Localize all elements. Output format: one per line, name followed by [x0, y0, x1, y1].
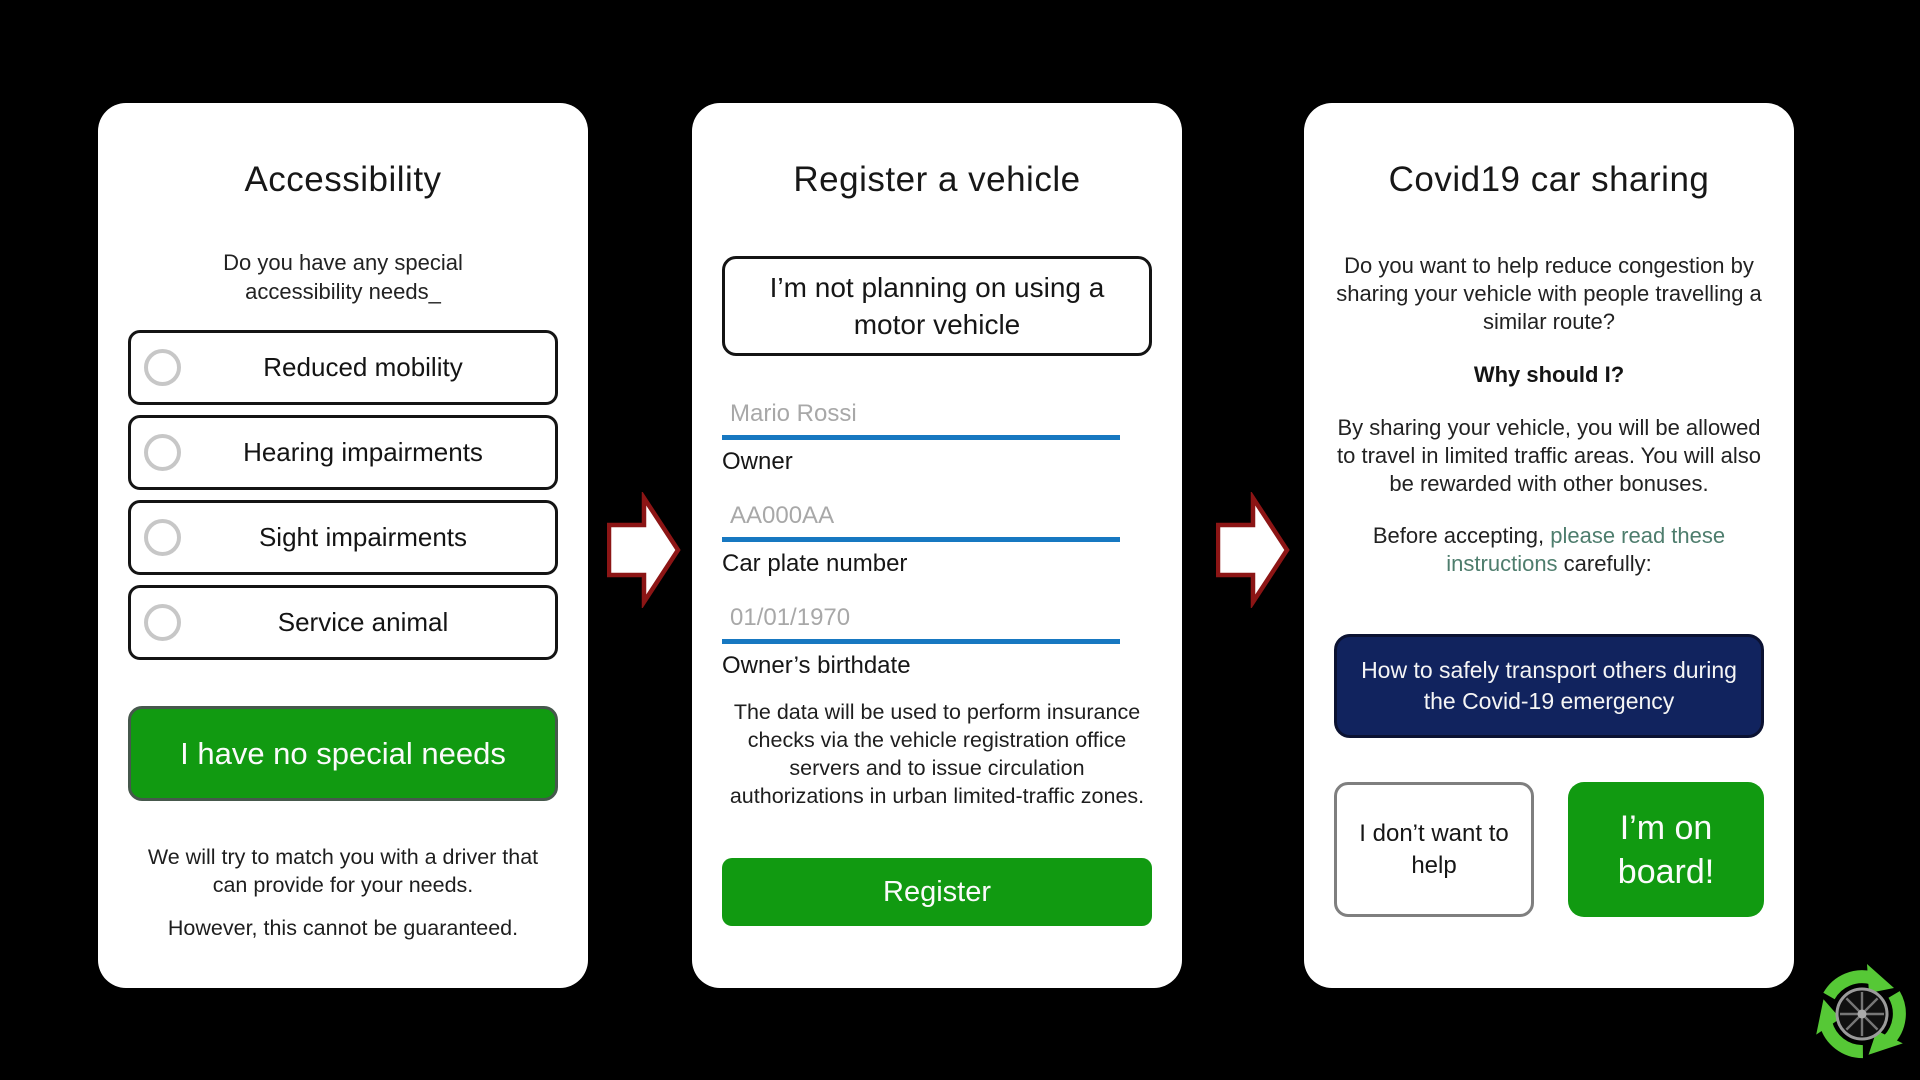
option-label: Sight impairments — [258, 522, 468, 552]
accessibility-screen: Accessibility Do you have any special ac… — [98, 103, 588, 988]
safety-instructions-button[interactable]: How to safely transport others during th… — [1334, 634, 1764, 738]
option-hearing-impairments[interactable]: Hearing impairments — [128, 415, 558, 490]
option-label: Service animal — [277, 607, 449, 637]
car-plate-field-label: Car plate number — [722, 550, 908, 577]
why-explanation: By sharing your vehicle, you will be all… — [1337, 415, 1761, 496]
before-accepting-text: Before accepting, please read these inst… — [1339, 522, 1759, 578]
no-special-needs-button[interactable]: I have no special needs — [128, 706, 558, 801]
option-label: Reduced mobility — [263, 352, 463, 382]
covid-car-sharing-screen: Covid19 car sharing Do you want to help … — [1304, 103, 1794, 988]
register-button[interactable]: Register — [722, 858, 1152, 926]
owner-input[interactable] — [722, 400, 1120, 440]
radio-icon[interactable] — [144, 604, 181, 641]
birthdate-input[interactable] — [722, 604, 1120, 644]
page-title: Accessibility — [244, 160, 442, 199]
car-sharing-question: Do you want to help reduce congestion by… — [1336, 253, 1762, 334]
page-title: Covid19 car sharing — [1388, 160, 1710, 199]
owner-field-group: Owner — [722, 400, 1152, 476]
why-should-i-heading: Why should I? — [1473, 362, 1625, 387]
register-vehicle-screen: Register a vehicle I’m not planning on u… — [692, 103, 1182, 988]
not-planning-motor-vehicle-button[interactable]: I’m not planning on using a motor vehicl… — [722, 256, 1152, 356]
match-driver-note: We will try to match you with a driver t… — [147, 845, 539, 897]
car-plate-field-group: Car plate number — [722, 502, 1152, 578]
flow-arrow-icon — [1216, 492, 1290, 608]
consent-choice-row: I don’t want to help I’m on board! — [1334, 782, 1764, 917]
car-plate-input[interactable] — [722, 502, 1120, 542]
page-title: Register a vehicle — [793, 160, 1081, 199]
birthdate-field-label: Owner’s birthdate — [722, 652, 911, 679]
flow-arrow-icon — [607, 492, 681, 608]
option-service-animal[interactable]: Service animal — [128, 585, 558, 660]
data-usage-disclaimer: The data will be used to perform insuran… — [729, 700, 1145, 808]
before-suffix: carefully: — [1557, 551, 1652, 576]
birthdate-field-group: Owner’s birthdate — [722, 604, 1152, 680]
radio-icon[interactable] — [144, 519, 181, 556]
radio-icon[interactable] — [144, 434, 181, 471]
read-instructions-link[interactable]: please read these instructions — [1446, 523, 1726, 576]
before-prefix: Before accepting, — [1372, 523, 1551, 548]
no-guarantee-note: However, this cannot be guaranteed. — [167, 916, 519, 940]
accept-on-board-button[interactable]: I’m on board! — [1568, 782, 1764, 917]
decline-help-button[interactable]: I don’t want to help — [1334, 782, 1534, 917]
radio-icon[interactable] — [144, 349, 181, 386]
accessibility-question: Do you have any special accessibility ne… — [223, 250, 463, 304]
option-sight-impairments[interactable]: Sight impairments — [128, 500, 558, 575]
option-label: Hearing impairments — [243, 437, 483, 467]
option-reduced-mobility[interactable]: Reduced mobility — [128, 330, 558, 405]
owner-field-label: Owner — [722, 448, 793, 475]
recycle-wheel-logo-icon — [1816, 964, 1906, 1059]
